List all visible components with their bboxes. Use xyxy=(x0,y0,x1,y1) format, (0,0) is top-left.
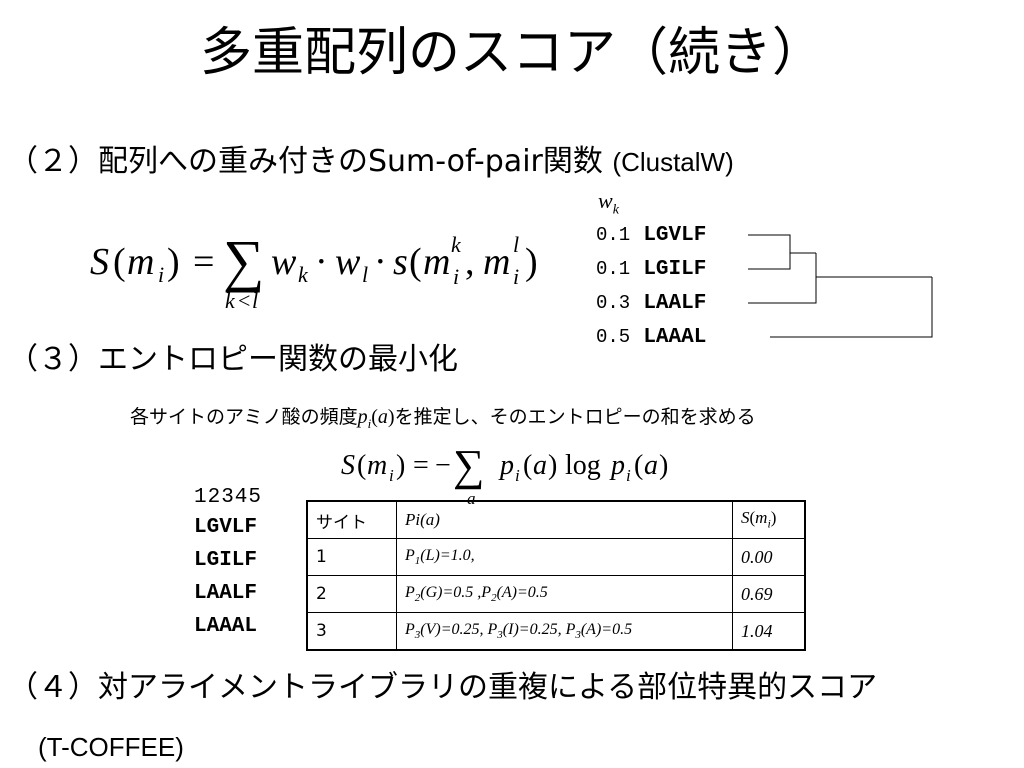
svg-text:k: k xyxy=(451,232,462,257)
weight-row: 0.3 LAALF xyxy=(596,292,706,326)
svg-text:i: i xyxy=(513,264,519,289)
svg-text:i: i xyxy=(389,466,394,485)
svg-text:<: < xyxy=(238,288,250,313)
cell-site: 1 xyxy=(306,538,397,576)
svg-text:): ) xyxy=(659,450,668,481)
svg-text:a: a xyxy=(644,450,658,481)
svg-text:∑: ∑ xyxy=(453,441,484,490)
header-prob: Pi(a) xyxy=(396,500,733,539)
sum-of-pair-formula: S ( m i ) = ∑ k < l w k · w l · s ( m i … xyxy=(90,228,538,313)
svg-text:(: ( xyxy=(357,450,366,481)
svg-text:k: k xyxy=(225,288,236,313)
svg-text:): ) xyxy=(396,450,405,481)
section-2-label: （２）配列への重み付きのSum-of-pair関数 xyxy=(8,144,603,179)
weight-row: 0.1 LGILF xyxy=(596,258,706,292)
weight-value: 0.1 xyxy=(596,258,631,280)
weight-seq: LGILF xyxy=(643,258,707,281)
svg-text:a: a xyxy=(467,489,476,506)
table-header-row: サイト Pi(a) S(mi) xyxy=(306,500,806,539)
svg-text:l: l xyxy=(362,262,368,287)
svg-text:=: = xyxy=(413,450,429,481)
svg-text:p: p xyxy=(609,450,625,481)
slide-title: 多重配列のスコア（続き） xyxy=(199,23,824,83)
table-row: 3 P3(V)=0.25, P3(I)=0.25, P3(A)=0.5 1.04 xyxy=(306,612,806,651)
weight-row: 0.1 LGVLF xyxy=(596,224,706,258)
section-2-heading: （２）配列への重み付きのSum-of-pair関数 (ClustalW) xyxy=(8,142,734,182)
section-2-tool: (ClustalW) xyxy=(612,147,734,177)
alignment-block: 12345 LGVLF LGILF LAALF LAAAL xyxy=(194,486,262,648)
table-row: 1 P1(L)=1.0, 0.00 xyxy=(306,538,806,576)
svg-text:i: i xyxy=(158,262,164,287)
svg-text:(: ( xyxy=(409,241,422,283)
svg-text:(: ( xyxy=(523,450,532,481)
entropy-description-pre: 各サイトのアミノ酸の頻度 xyxy=(130,406,358,428)
svg-text:i: i xyxy=(626,466,631,485)
header-site: サイト xyxy=(306,500,397,539)
svg-text:w: w xyxy=(335,241,361,283)
weight-seq: LAAAL xyxy=(643,326,707,349)
svg-text:l: l xyxy=(252,288,258,313)
cell-prob: P1(L)=1.0, xyxy=(396,538,733,576)
svg-text:−: − xyxy=(435,450,451,481)
svg-text:·: · xyxy=(315,241,328,283)
svg-text:a: a xyxy=(533,450,547,481)
weight-seq: LAALF xyxy=(643,292,707,315)
svg-text:m: m xyxy=(423,241,450,283)
entropy-description: 各サイトのアミノ酸の頻度pi(a)を推定し、そのエントロピーの和を求める xyxy=(130,402,756,432)
svg-text:s: s xyxy=(393,241,408,283)
svg-text:·: · xyxy=(374,241,387,283)
header-score: S(mi) xyxy=(732,500,806,539)
entropy-formula: S ( m i ) = − ∑ a p i ( a ) log p i ( a … xyxy=(341,441,668,506)
section-4-heading: （４）対アライメントライブラリの重複による部位特異的スコア xyxy=(8,670,878,705)
svg-text:,: , xyxy=(465,241,475,283)
svg-text:w: w xyxy=(271,241,297,283)
svg-text:): ) xyxy=(548,450,557,481)
svg-text:): ) xyxy=(167,241,180,283)
alignment-index: 12345 xyxy=(194,486,263,509)
guide-tree xyxy=(748,234,933,338)
alignment-seq: LGVLF xyxy=(194,516,258,539)
weight-value: 0.3 xyxy=(596,292,631,314)
cell-prob: P3(V)=0.25, P3(I)=0.25, P3(A)=0.5 xyxy=(396,612,733,651)
svg-text:l: l xyxy=(513,232,519,257)
svg-text:∑: ∑ xyxy=(223,228,264,293)
table-row: 2 P2(G)=0.5 ,P2(A)=0.5 0.69 xyxy=(306,575,806,613)
svg-text:m: m xyxy=(367,450,387,481)
svg-text:i: i xyxy=(515,466,520,485)
svg-text:m: m xyxy=(127,241,154,283)
svg-text:): ) xyxy=(525,241,538,283)
cell-site: 2 xyxy=(306,575,397,613)
cell-prob: P2(G)=0.5 ,P2(A)=0.5 xyxy=(396,575,733,613)
svg-text:k: k xyxy=(298,262,309,287)
svg-text:S: S xyxy=(90,241,109,283)
svg-text:log: log xyxy=(565,450,601,481)
weight-value: 0.1 xyxy=(596,224,631,246)
weights-list: 0.1 LGVLF 0.1 LGILF 0.3 LAALF 0.5 LAAAL xyxy=(596,224,706,360)
svg-text:m: m xyxy=(483,241,510,283)
svg-text:(: ( xyxy=(634,450,643,481)
weight-row: 0.5 LAAAL xyxy=(596,326,706,360)
cell-score: 1.04 xyxy=(732,612,806,651)
svg-text:i: i xyxy=(453,264,459,289)
cell-score: 0.00 xyxy=(732,538,806,576)
entropy-description-post: を推定し、そのエントロピーの和を求める xyxy=(394,406,756,428)
site-entropy-table: サイト Pi(a) S(mi) 1 P1(L)=1.0, 0.00 2 P2(G… xyxy=(306,500,806,651)
alignment-seq: LAALF xyxy=(194,582,258,605)
svg-text:p: p xyxy=(498,450,514,481)
cell-score: 0.69 xyxy=(732,575,806,613)
section-3-heading: （３）エントロピー関数の最小化 xyxy=(8,342,458,377)
cell-site: 3 xyxy=(306,612,397,651)
svg-text:=: = xyxy=(193,241,214,283)
weight-seq: LGVLF xyxy=(643,224,707,247)
alignment-seq: LGILF xyxy=(194,549,258,572)
weight-value: 0.5 xyxy=(596,326,631,348)
svg-text:S: S xyxy=(341,450,355,481)
svg-text:(: ( xyxy=(113,241,126,283)
pi-a-symbol: pi(a) xyxy=(357,406,395,431)
alignment-seq: LAAAL xyxy=(194,615,258,638)
weights-header: wk xyxy=(598,188,619,218)
section-4-tool: (T-COFFEE) xyxy=(38,732,184,762)
